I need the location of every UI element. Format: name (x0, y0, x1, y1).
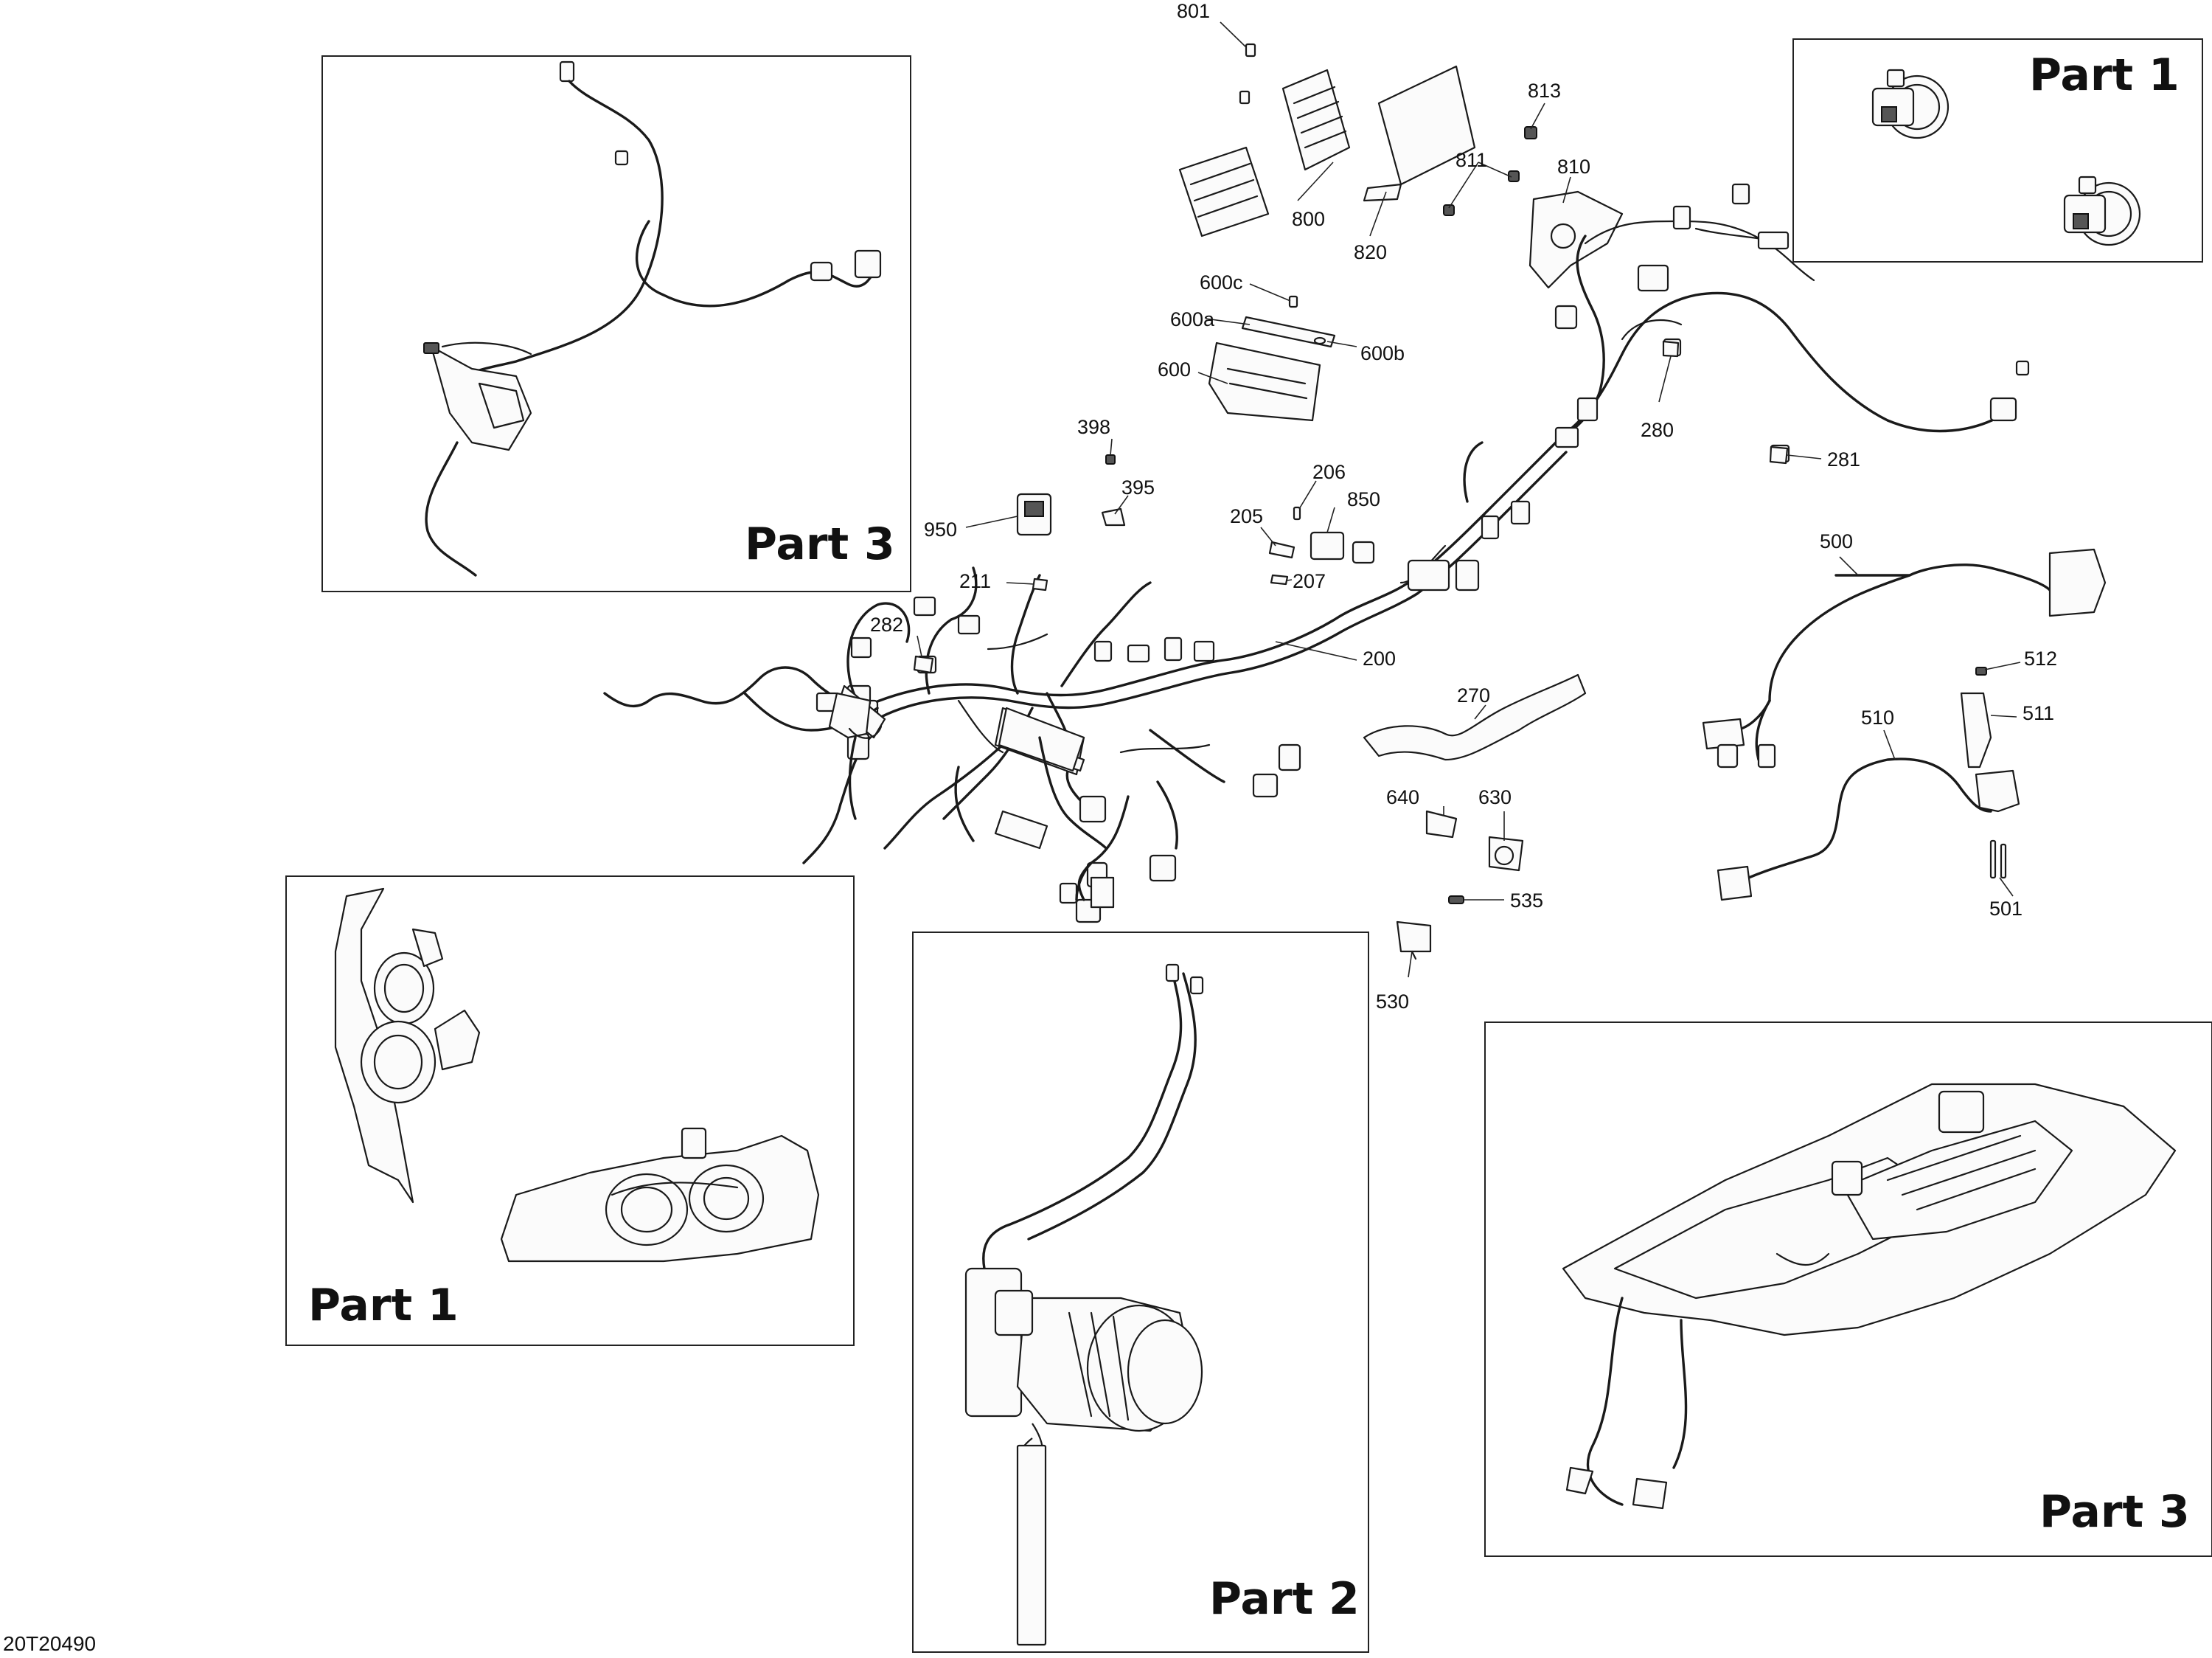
leader-lines (917, 21, 2021, 978)
screw-512 (1975, 667, 1987, 676)
small-hardware (1443, 126, 1537, 216)
inset-middle-left-headlights (334, 887, 820, 1263)
inset-frame-middle-left (285, 875, 855, 1346)
callout-535: 535 (1510, 889, 1543, 912)
inset-label-middle-left: Part 1 (308, 1280, 459, 1331)
callout-206: 206 (1312, 461, 1346, 483)
callout-512: 512 (2024, 648, 2057, 670)
inset-frame-bottom-center (912, 932, 1369, 1653)
hose-270 (1363, 673, 1587, 761)
fuse-205 (1268, 541, 1295, 559)
sensor-630 (1488, 836, 1524, 872)
inset-label-bottom-center: Part 2 (1209, 1573, 1360, 1625)
inset-frame-top-right (1792, 38, 2203, 263)
sensor-640 (1425, 810, 1458, 839)
pins-501 (1989, 839, 2007, 879)
connector-282-area (828, 692, 883, 739)
relay-850 (1310, 531, 1345, 561)
callout-850: 850 (1347, 488, 1380, 510)
inset-label-bottom-right: Part 3 (2039, 1486, 2190, 1538)
callout-500: 500 (1820, 530, 1853, 552)
callout-630: 630 (1478, 786, 1512, 808)
callout-811: 811 (1455, 149, 1487, 171)
callout-280: 280 (1641, 419, 1674, 441)
fuse-207 (1270, 574, 1289, 586)
callout-282: 282 (870, 614, 903, 636)
clip-281 (1769, 445, 1789, 465)
callout-511: 511 (2023, 702, 2054, 724)
bracket-511 (1960, 692, 1992, 769)
callout-501: 501 (1989, 898, 2023, 920)
callout-950: 950 (924, 518, 957, 541)
clip-280 (1662, 340, 1680, 358)
fastener-398 (1105, 454, 1116, 465)
callout-211: 211 (959, 570, 991, 592)
callout-200: 200 (1363, 648, 1396, 670)
bracket-820 (1363, 65, 1476, 202)
harness-connectors (815, 183, 2030, 923)
inset-frame-top-left (321, 55, 911, 592)
callout-205: 205 (1230, 505, 1263, 527)
bracket-810 (1528, 190, 1624, 289)
harness-500 (1702, 548, 2107, 769)
document-id: 20T20490 (3, 1632, 96, 1655)
callout-398: 398 (1077, 416, 1110, 438)
callout-813: 813 (1528, 80, 1561, 102)
callout-810: 810 (1557, 156, 1590, 178)
fuse-box-600 (1208, 295, 1336, 422)
inset-label-top-left: Part 3 (745, 518, 895, 570)
screw-535 (1448, 895, 1464, 904)
callout-800: 800 (1292, 208, 1325, 230)
clip-282 (913, 655, 934, 674)
inset-top-right-lights (1871, 69, 2141, 246)
callout-207: 207 (1293, 570, 1326, 592)
callout-600: 600 (1158, 358, 1191, 381)
inset-frame-bottom-right (1484, 1021, 2212, 1557)
callout-820: 820 (1354, 241, 1387, 263)
fuse-206 (1293, 506, 1301, 521)
fuse-211 (1032, 577, 1048, 592)
clip-395 (1101, 507, 1126, 527)
callout-510: 510 (1861, 707, 1894, 729)
callout-530: 530 (1376, 991, 1409, 1013)
callout-281: 281 (1827, 448, 1860, 471)
callout-600a: 600a (1170, 308, 1215, 330)
harness-510 (1717, 757, 2020, 901)
callout-labels: 801 800 820 813 811 810 600c 600a 600b 6… (870, 0, 2057, 1013)
switch-950 (1016, 493, 1052, 536)
callout-801: 801 (1177, 0, 1210, 22)
ecm-module-800 (1178, 43, 1351, 237)
inset-top-left-harness (423, 60, 882, 577)
callout-270: 270 (1457, 684, 1490, 707)
callout-640: 640 (1386, 786, 1419, 808)
inset-bottom-right-tray (1562, 1083, 2177, 1510)
sensor-530 (1396, 920, 1432, 960)
inset-label-top-right: Part 1 (2029, 49, 2180, 101)
callout-600c: 600c (1200, 271, 1243, 294)
callout-600b: 600b (1360, 342, 1405, 364)
inset-bottom-center-winch (964, 963, 1204, 1646)
callout-395: 395 (1121, 476, 1155, 499)
